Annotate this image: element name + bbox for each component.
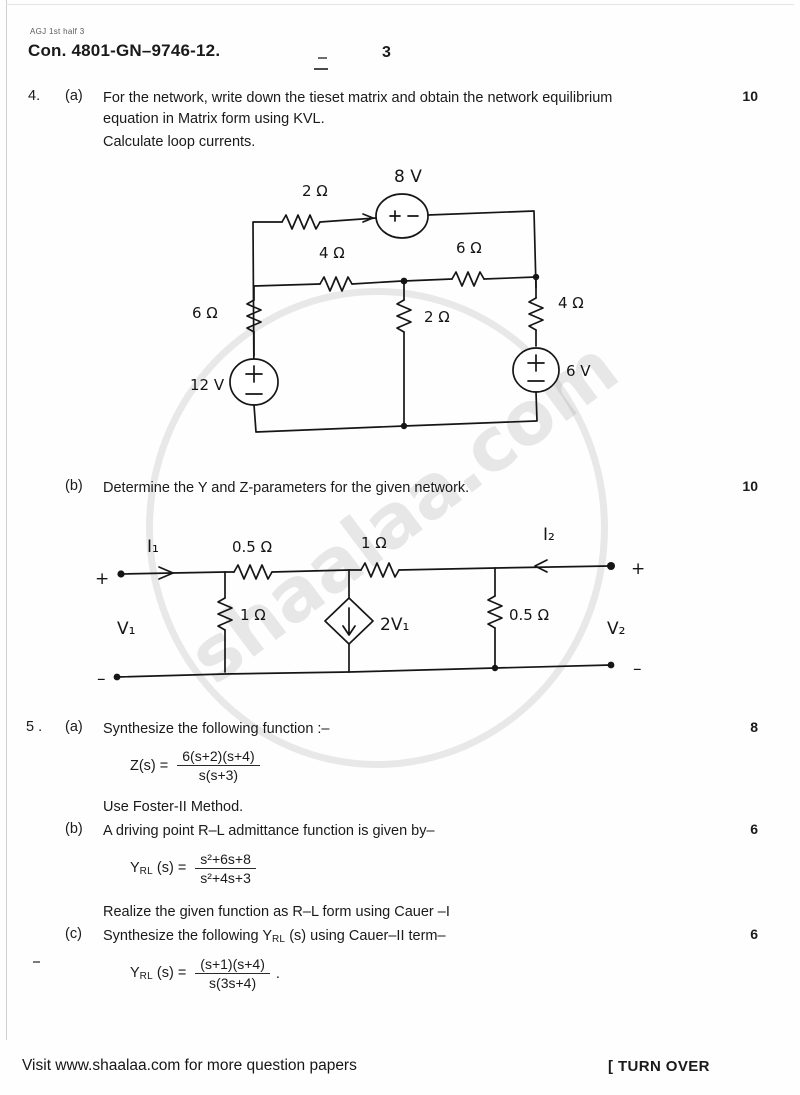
question-5b-text: A driving point R–L admittance function … xyxy=(103,823,435,839)
circuit-diagram-twoport: I₁ + – V₁ 0.5 Ω 1 Ω 1 Ω 2V₁ 0.5 Ω I₂ + –… xyxy=(95,512,665,697)
label-12v-source: 12 V xyxy=(190,376,225,394)
formula-5a-bar xyxy=(177,765,260,767)
formula-5b-lhs: YRL (s) = xyxy=(130,860,186,877)
label-V2: V₂ xyxy=(607,619,625,639)
formula-5a: Z(s) = 6(s+2)(s+4) s(s+3) xyxy=(130,748,260,783)
circuit-tieset-svg: 2 Ω 8 V 4 Ω 6 Ω 6 Ω 2 Ω 4 Ω 12 V 6 V xyxy=(190,167,591,433)
formula-5c-fraction: (s+1)(s+4) s(3s+4) xyxy=(195,956,270,991)
terminal-port2-plus: + xyxy=(631,559,645,579)
question-4b-text: Determine the Y and Z-parameters for the… xyxy=(103,480,470,496)
formula-5b-lhs-sub: RL xyxy=(139,866,153,878)
formula-5b: YRL (s) = s²+6s+8 s²+4s+3 xyxy=(130,851,256,886)
question-4a-label: (a) xyxy=(65,88,83,104)
question-5b-marks: 6 xyxy=(750,821,758,837)
question-5c-text-b: (s) using Cauer–II term– xyxy=(285,928,446,944)
question-5a-marks: 8 xyxy=(750,719,758,735)
question-4a-line-1: For the network, write down the tieset m… xyxy=(103,90,613,106)
formula-5a-numerator: 6(s+2)(s+4) xyxy=(182,748,255,764)
formula-5c-bar xyxy=(195,973,270,975)
formula-5b-lhs-rest: (s) = xyxy=(156,860,187,877)
formula-5c-lhs-sub: RL xyxy=(139,971,153,983)
terminal-port1-plus: + xyxy=(95,569,109,589)
formula-5c: YRL (s) = (s+1)(s+4) s(3s+4) . xyxy=(130,956,280,991)
scan-artifact-dash-3 xyxy=(33,961,40,963)
circuit-diagram-tieset: 2 Ω 8 V 4 Ω 6 Ω 6 Ω 2 Ω 4 Ω 12 V 6 V xyxy=(180,160,600,433)
label-dependent-source: 2V₁ xyxy=(380,615,409,635)
con-number: Con. 4801-GN–9746-12. xyxy=(28,41,221,60)
formula-5a-fraction: 6(s+2)(s+4) s(s+3) xyxy=(177,748,260,784)
label-0p5ohm-series: 0.5 Ω xyxy=(232,538,272,556)
scan-artifact-dash-1 xyxy=(318,57,327,59)
label-8v-source: 8 V xyxy=(394,167,422,187)
label-1ohm-shunt: 1 Ω xyxy=(240,606,266,624)
circuit-twoport-svg: I₁ + – V₁ 0.5 Ω 1 Ω 1 Ω 2V₁ 0.5 Ω I₂ + –… xyxy=(95,525,645,689)
formula-5c-trailing: . xyxy=(275,965,280,982)
question-4b-marks: 10 xyxy=(742,478,758,494)
terminal-port2-minus: – xyxy=(633,659,642,679)
footer-turn-over: [ TURN OVER xyxy=(608,1058,710,1075)
formula-5c-numerator: (s+1)(s+4) xyxy=(200,956,265,972)
label-6ohm-mid: 6 Ω xyxy=(456,239,482,257)
formula-5b-bar xyxy=(195,868,256,870)
page-border-left xyxy=(6,0,7,1040)
question-5b-label: (b) xyxy=(65,821,83,837)
paper-code-small: AGJ 1st half 3 xyxy=(30,27,85,36)
formula-5c-lhs-main: Y xyxy=(130,965,140,982)
question-4-number: 4. xyxy=(28,88,41,104)
page-border-top xyxy=(6,4,794,5)
question-5a-after: Use Foster-II Method. xyxy=(103,799,244,815)
question-5a-label: (a) xyxy=(65,719,83,735)
label-6ohm-left: 6 Ω xyxy=(192,304,218,322)
formula-5b-fraction: s²+6s+8 s²+4s+3 xyxy=(195,851,256,886)
formula-5b-numerator: s²+6s+8 xyxy=(200,851,251,867)
formula-5c-lhs: YRL (s) = xyxy=(130,965,186,982)
question-5b-after: Realize the given function as R–L form u… xyxy=(103,904,450,920)
formula-5a-denominator: s(s+3) xyxy=(198,767,239,784)
question-4a-marks: 10 xyxy=(742,88,758,104)
question-5c-marks: 6 xyxy=(750,926,758,942)
label-I2: I₂ xyxy=(543,525,555,545)
question-5-number: 5 . xyxy=(26,719,43,735)
footer-visit-text: Visit www.shaalaa.com for more question … xyxy=(22,1057,357,1074)
label-4ohm: 4 Ω xyxy=(319,244,345,262)
terminal-port1-minus: – xyxy=(97,669,106,689)
question-5c-text-a: Synthesize the following Y xyxy=(103,928,273,944)
label-0p5ohm-shunt: 0.5 Ω xyxy=(509,606,549,624)
scan-artifact-dash-2 xyxy=(314,68,328,70)
formula-5c-lhs-rest: (s) = xyxy=(156,965,187,982)
question-5c-text-sub: RL xyxy=(272,934,286,945)
question-4a-line-3: Calculate loop currents. xyxy=(103,134,256,150)
question-5c-text: Synthesize the following YRL (s) using C… xyxy=(103,926,723,950)
label-V1: V₁ xyxy=(117,619,135,639)
label-4ohm-right: 4 Ω xyxy=(558,294,584,312)
question-5c-label: (c) xyxy=(65,926,82,942)
question-5a-text: Synthesize the following function :– xyxy=(103,721,330,737)
formula-5b-lhs-main: Y xyxy=(130,860,140,877)
label-6v-source: 6 V xyxy=(566,362,591,380)
label-2ohm-mid: 2 Ω xyxy=(424,308,450,326)
formula-5c-denominator: s(3s+4) xyxy=(209,975,257,992)
formula-5a-lhs: Z(s) = xyxy=(130,757,169,774)
label-1ohm-series: 1 Ω xyxy=(361,534,387,552)
question-4b-label: (b) xyxy=(65,478,83,494)
page-number: 3 xyxy=(382,44,391,61)
formula-5b-denominator: s²+4s+3 xyxy=(200,870,251,887)
label-I1: I₁ xyxy=(147,537,159,557)
question-4a-line-2: equation in Matrix form using KVL. xyxy=(103,111,325,127)
label-2ohm-top: 2 Ω xyxy=(302,182,328,200)
